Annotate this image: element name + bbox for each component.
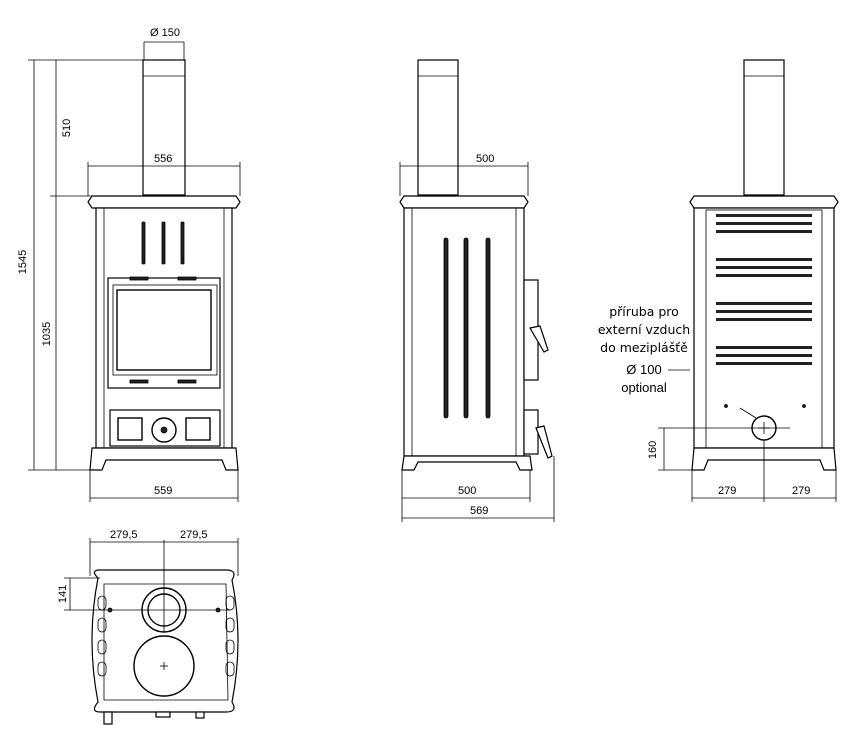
dim-plan-left: 279,5: [110, 529, 138, 541]
door-glass: [116, 289, 212, 371]
svg-text:do meziplášťě: do meziplášťě: [600, 340, 688, 355]
plan-view: 279,5 279,5 141: [57, 529, 239, 725]
dim-total-depth: 569: [470, 505, 488, 517]
plan-side-ornaments: [97, 595, 235, 677]
dim-rear-right: 279: [792, 485, 810, 497]
rear-vent-rows: [716, 214, 812, 365]
front-vent: [141, 221, 146, 265]
dim-plan-right: 279,5: [180, 529, 208, 541]
rear-view: 160 279 279 příruba pro externí vzduch d…: [598, 59, 839, 502]
stove-top: [399, 195, 529, 209]
stove-base: [89, 447, 239, 471]
svg-text:optional: optional: [621, 380, 667, 395]
svg-text:externí vzduch: externí vzduch: [598, 322, 690, 337]
side-view: 500 500 569: [399, 59, 555, 522]
dim-plan-flue-offset: 141: [57, 585, 69, 603]
stove-top: [87, 195, 241, 209]
svg-text:příruba pro: příruba pro: [609, 304, 679, 319]
stove-base: [401, 455, 533, 471]
air-inlet-annotation: příruba pro externí vzduch do meziplášťě…: [598, 304, 690, 395]
stove-body: [693, 207, 835, 449]
dim-total-height: 1545: [17, 250, 29, 274]
front-vent: [161, 221, 166, 265]
dim-base-depth: 500: [458, 485, 476, 497]
dim-body-height: 1035: [41, 322, 53, 346]
flue-pipe: [142, 59, 186, 196]
plan-outline: [91, 569, 239, 713]
air-control-knob: [151, 417, 177, 443]
flue-pipe: [743, 59, 785, 196]
dim-rear-left: 279: [718, 485, 736, 497]
dim-top-depth: 500: [476, 153, 494, 165]
front-view: Ø 150 556 510 1545 1035 559: [17, 27, 241, 502]
stove-top: [689, 195, 839, 209]
fire-door: [107, 277, 221, 389]
dim-air-inlet-height: 160: [647, 441, 659, 459]
plan-hotplate: [133, 635, 195, 697]
dim-flue-height: 510: [61, 119, 73, 137]
dim-base-width: 559: [154, 485, 172, 497]
svg-text:Ø 100: Ø 100: [626, 362, 661, 377]
flue-pipe: [417, 59, 459, 196]
dim-top-width: 556: [154, 153, 172, 165]
dim-flue-diameter: Ø 150: [150, 27, 180, 39]
front-vent: [180, 221, 185, 265]
